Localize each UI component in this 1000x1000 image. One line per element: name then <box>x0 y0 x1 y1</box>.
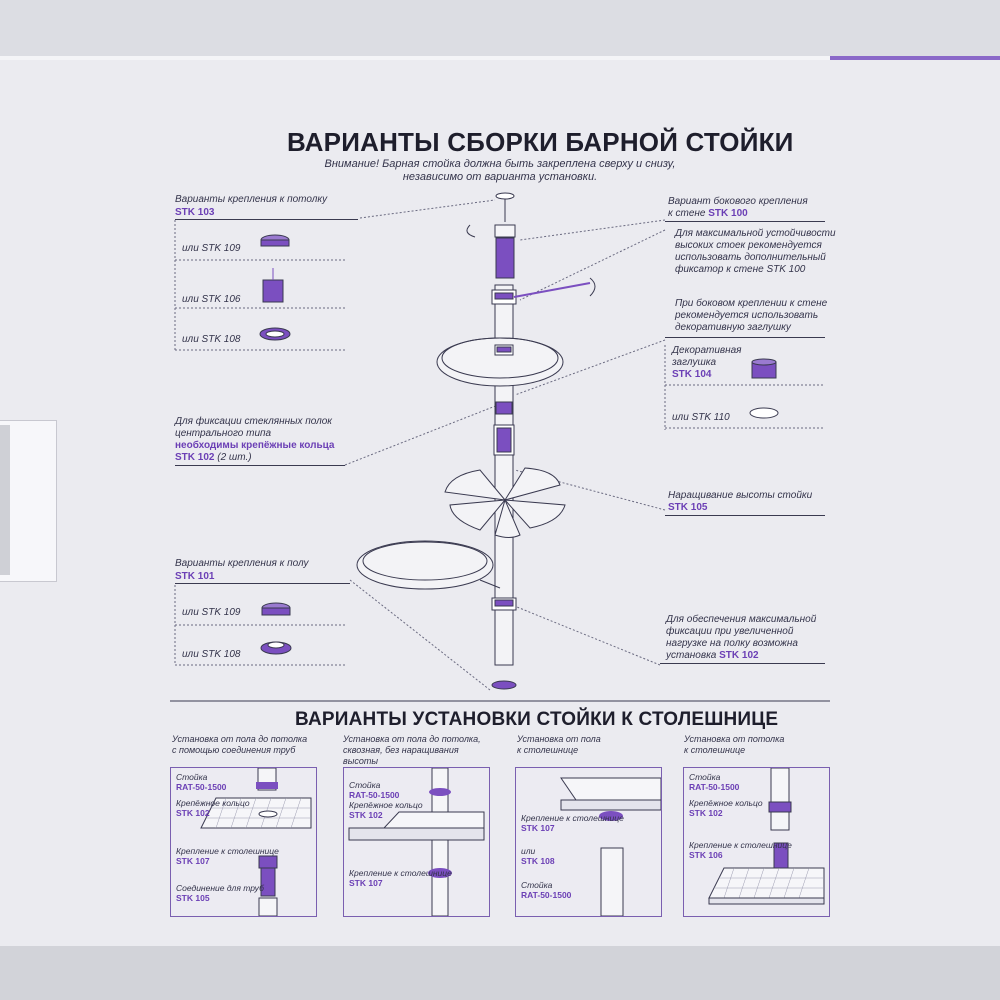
glass-line-1: Для фиксации стеклянных полок <box>175 416 333 427</box>
side-line-2: к стене STK 100 <box>668 208 748 219</box>
leader-dec <box>514 339 666 396</box>
second-title: ВАРИАНТЫ УСТАНОВКИ СТОЙКИ К СТОЛЕШНИЦЕ <box>295 709 779 730</box>
option-stk109: или STK 109 <box>182 243 241 254</box>
glass-code-line: STK 102 (2 шт.) <box>175 452 252 463</box>
option-stk110: или STK 110 <box>672 412 730 423</box>
ring-connector <box>495 401 513 415</box>
wall-arm <box>513 282 591 298</box>
stab-line-2: высоких стоек рекомендуется <box>675 240 822 251</box>
floor-underline <box>175 583 350 584</box>
dec-line-3: декоративную заглушку <box>675 322 791 333</box>
floor-mount <box>491 680 517 690</box>
stab-line-4: фиксатор к стене STK 100 <box>675 264 806 275</box>
glass-underline <box>175 465 345 466</box>
fix-line-3: нагрузке на полку возможна <box>666 638 798 649</box>
leader-stab <box>519 229 666 301</box>
ceiling-code: STK 103 <box>175 207 215 218</box>
warning-text: Внимание! Барная стойка должна быть закр… <box>300 158 700 184</box>
fix-line-2: фиксации при увеличенной <box>666 626 794 637</box>
fix-line-4: установка STK 102 <box>666 650 759 661</box>
leader-fix <box>511 604 661 666</box>
ext-title: Наращивание высоты стойки <box>668 490 813 501</box>
box-top-edge <box>0 56 1000 60</box>
panel-2-illustration <box>348 767 485 917</box>
panel-2-caption: Установка от пола до потолка,сквозная, б… <box>343 734 481 766</box>
panel-4-illustration <box>708 767 825 905</box>
fix-underline <box>660 663 825 664</box>
dec-line-2: рекомендуется использовать <box>675 310 819 321</box>
fix-line-1: Для обеспечения максимальной <box>666 614 817 625</box>
floor-option-stk108: или STK 108 <box>182 649 241 660</box>
background-surface <box>0 946 1000 1000</box>
dec-line-1: При боковом креплении к стене <box>675 298 828 309</box>
dec-underline <box>665 337 825 338</box>
box-flap-cut <box>0 425 10 575</box>
option-stk106: или STK 106 <box>182 294 241 305</box>
leader-side <box>519 219 666 241</box>
option-stk108: или STK 108 <box>182 334 241 345</box>
plug-line-1: Декоративная <box>672 345 742 356</box>
leader-floor <box>349 579 491 691</box>
lower-shelf <box>356 540 494 590</box>
ceiling-underline <box>175 219 358 220</box>
warning-line-1: Внимание! Барная стойка должна быть закр… <box>324 158 676 170</box>
glass-line-3: необходимы крепёжные кольца <box>175 440 335 451</box>
glass-line-2: центрального типа <box>175 428 272 439</box>
stk110-part <box>749 407 779 419</box>
floor-title: Варианты крепления к полу <box>175 558 309 569</box>
side-underline <box>665 221 825 222</box>
extension-connector <box>496 427 512 453</box>
warning-line-2: независимо от варианта установки. <box>402 171 598 183</box>
plug-line-2: заглушка <box>672 357 717 368</box>
ceiling-mount-top <box>495 192 515 200</box>
star-shelf-blade <box>444 469 507 501</box>
floor-code: STK 101 <box>175 571 215 582</box>
stab-line-1: Для максимальной устойчивости <box>675 228 836 239</box>
panel-1-illustration <box>200 767 312 917</box>
side-line-1: Вариант бокового крепления <box>668 196 808 207</box>
main-title: ВАРИАНТЫ СБОРКИ БАРНОЙ СТОЙКИ <box>287 127 794 157</box>
ext-code: STK 105 <box>668 502 708 513</box>
ext-underline <box>665 515 825 516</box>
rotate-arrow <box>466 224 476 238</box>
ceiling-title: Варианты крепления к потолку <box>175 194 328 205</box>
plug-code: STK 104 <box>672 369 712 380</box>
floor-option-stk109: или STK 109 <box>182 607 241 618</box>
leader-ceiling <box>359 199 496 219</box>
ceiling-cylinder <box>495 237 515 279</box>
leader-glass <box>344 404 499 466</box>
panel-3-illustration <box>560 777 662 917</box>
stk106-part <box>262 279 284 303</box>
stab-line-3: использовать дополнительный <box>675 252 826 263</box>
accent-strip <box>830 56 1000 60</box>
